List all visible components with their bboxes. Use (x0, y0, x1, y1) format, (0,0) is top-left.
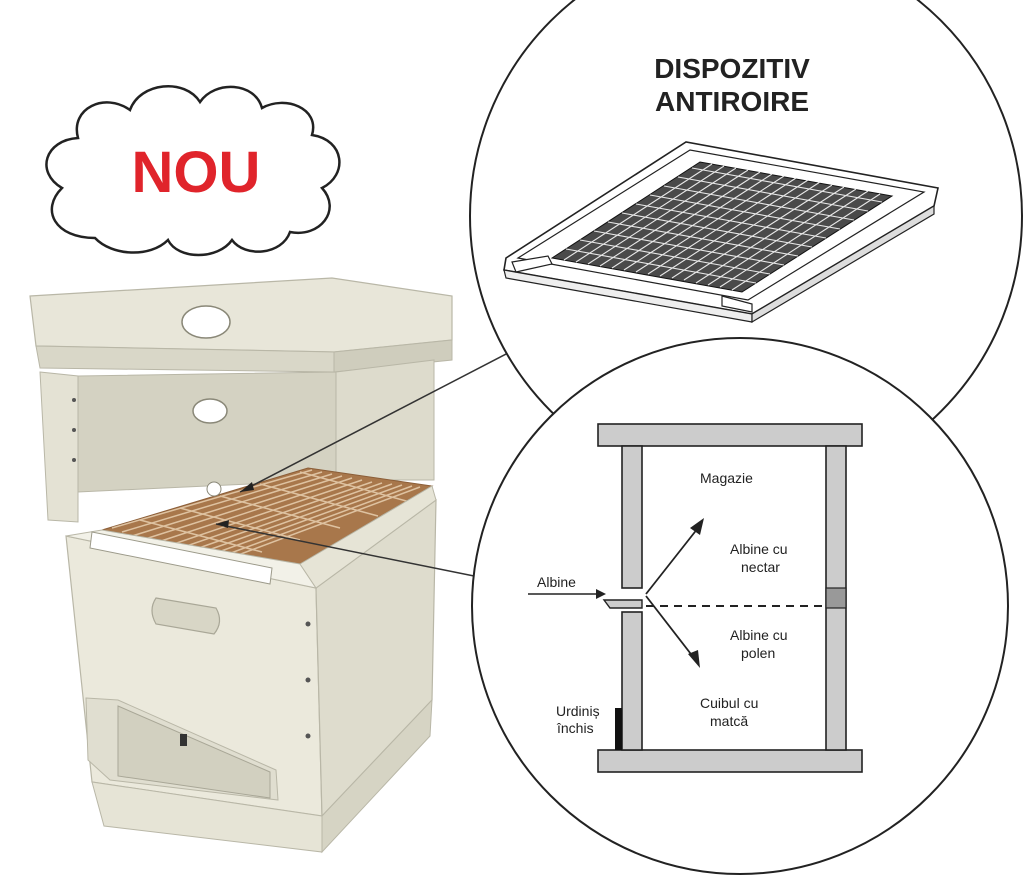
entrance-bar (89, 531, 273, 585)
mesh-grid (111, 469, 421, 562)
label-albine-nectar-1: Albine cu (730, 541, 788, 557)
cloud-badge: NOU (45, 85, 341, 257)
left-wall-lower (621, 611, 643, 751)
hive-lid (29, 277, 453, 353)
badge-text: NOU (132, 140, 261, 205)
label-magazie: Magazie (700, 470, 753, 486)
screws (72, 398, 311, 739)
hive-photo (29, 277, 511, 854)
bottom-board (597, 749, 863, 773)
label-albine-polen-2: polen (741, 645, 775, 661)
lid-hole (181, 305, 231, 339)
base-latch (180, 734, 187, 746)
left-wall-upper (621, 445, 643, 589)
top-board (597, 423, 863, 447)
pointer-line-top (239, 351, 511, 493)
device-frame (503, 141, 939, 324)
nectar-arrow (645, 527, 699, 595)
device-title-line2: ANTIROIRE (655, 86, 809, 117)
pointer-line-bottom (215, 523, 475, 577)
device-callout: DISPOZITIV ANTIROIRE (469, 0, 1023, 493)
entrance-wedge (602, 599, 643, 609)
closed-entrance (615, 708, 622, 750)
back-hole (192, 398, 228, 424)
right-wall-grate (825, 587, 847, 609)
device-title-line1: DISPOZITIV (654, 53, 810, 84)
label-cuibul-2: matcă (710, 713, 748, 729)
label-albine-nectar-2: nectar (741, 559, 780, 575)
device-corners (511, 255, 753, 313)
label-cuibul-1: Cuibul cu (700, 695, 758, 711)
device-mesh (563, 163, 883, 291)
section-circle (471, 337, 1009, 875)
cloud-icon (45, 85, 341, 257)
label-albine: Albine (537, 574, 576, 590)
label-urdinis-2: închis (556, 720, 594, 736)
mesh-hole (206, 481, 222, 497)
hive-handle (151, 597, 221, 635)
section-callout: Magazie Albine cu nectar Albine Albine c… (471, 337, 1009, 875)
polen-arrow (645, 595, 695, 659)
label-urdinis-1: Urdiniș (556, 703, 600, 719)
label-albine-polen-1: Albine cu (730, 627, 788, 643)
